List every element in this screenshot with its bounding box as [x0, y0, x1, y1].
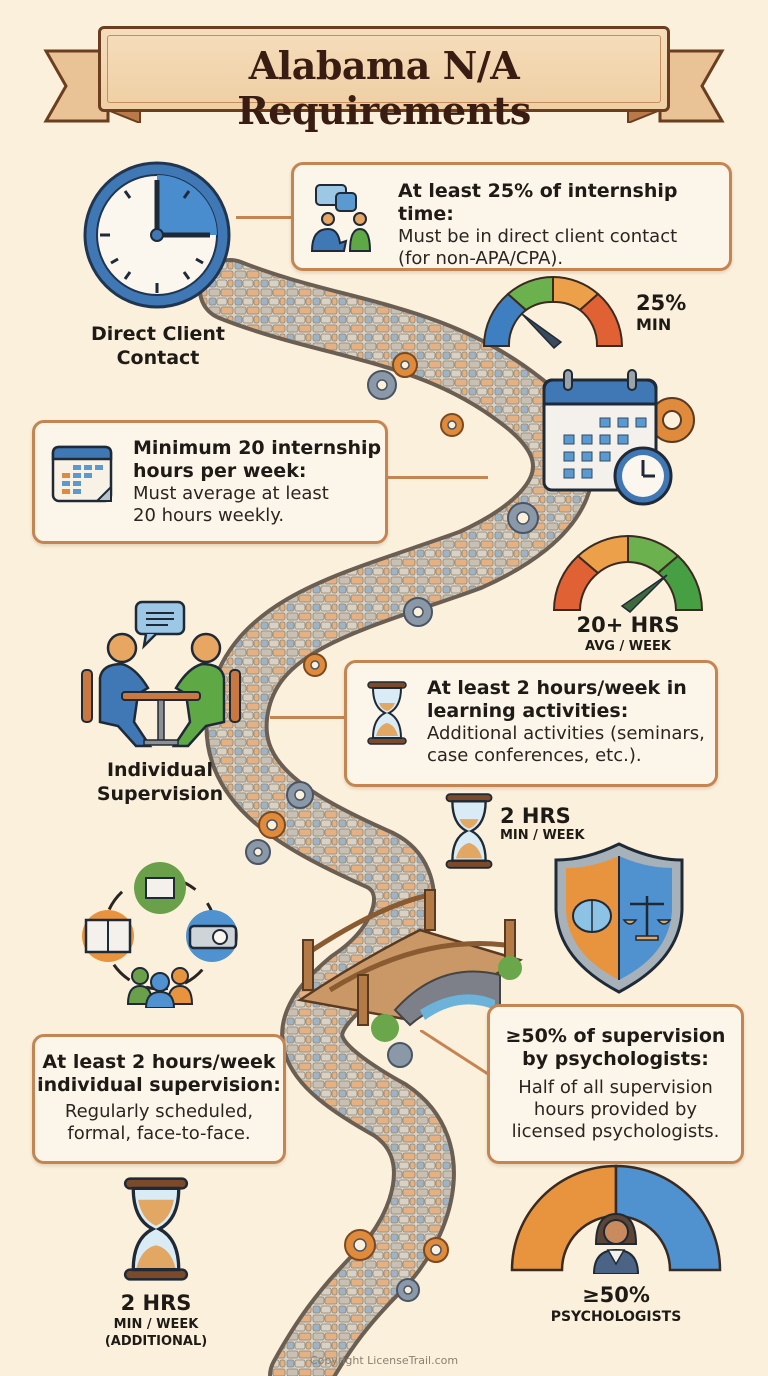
- group-people-icon: [126, 967, 194, 1008]
- chat-people-icon: [310, 184, 372, 252]
- card-title: by psychologists:: [522, 1048, 709, 1070]
- gauge-icon-20-hours: [552, 534, 704, 613]
- connector-line: [388, 476, 488, 479]
- clock-icon: [83, 161, 231, 309]
- ribbon-left: [43, 49, 141, 123]
- card-body-line: Half of all supervision: [518, 1077, 713, 1098]
- gauge-readout: ≥50% PSYCHOLOGISTS: [550, 1283, 682, 1325]
- calendar-clock-icon: [542, 369, 695, 506]
- card-body-line: Must average at least: [133, 483, 329, 504]
- shield-brain-scales-icon: [554, 842, 684, 994]
- card-title: Minimum 20 internship: [133, 437, 382, 459]
- learning-activities-card: At least 2 hours/week in learning activi…: [344, 660, 718, 787]
- card-title: At least 2 hours/week: [42, 1051, 276, 1073]
- individual-supervision-card: At least 2 hours/week individual supervi…: [32, 1034, 286, 1164]
- connector-line: [420, 1030, 489, 1076]
- connector-line: [270, 716, 346, 719]
- hourglass-icon: [123, 1177, 189, 1281]
- supervision-meeting-icon: [81, 600, 241, 748]
- card-title: At least 2 hours/week in: [427, 677, 687, 699]
- direct-contact-card: At least 25% of internship time: Must be…: [291, 162, 732, 271]
- direct-client-contact-label: Direct Client Contact: [91, 323, 225, 369]
- card-title: learning activities:: [427, 700, 629, 722]
- psychologist-avatar-icon: [592, 1212, 640, 1274]
- hourglass-icon: [367, 681, 407, 745]
- card-body-line: Must be in direct client contact: [398, 226, 678, 247]
- bridge-icon: [296, 889, 524, 1042]
- title-banner: Alabama N/A Requirements: [42, 26, 726, 138]
- gear-icon: [649, 397, 695, 443]
- gauge-readout: 25% MIN: [636, 291, 687, 334]
- card-body-line: Regularly scheduled,: [64, 1101, 254, 1122]
- gauge-icon-25-percent: [482, 275, 624, 350]
- card-title: hours per week:: [133, 460, 307, 482]
- weekly-hours-card: Minimum 20 internship hours per week: Mu…: [32, 420, 388, 544]
- copyright-footer: Copyright LicenseTrail.com: [309, 1354, 459, 1367]
- banner-plate: Alabama N/A Requirements: [98, 26, 670, 133]
- card-body-line: formal, face-to-face.: [67, 1123, 251, 1144]
- learning-stat: 2 HRS MIN / WEEK: [500, 804, 585, 844]
- supervision-stat: 2 HRS MIN / WEEK (ADDITIONAL): [104, 1291, 208, 1349]
- card-title: individual supervision:: [37, 1074, 281, 1096]
- gauge-icon-50-percent: [510, 1164, 722, 1274]
- card-title: ≥50% of supervision: [505, 1025, 726, 1047]
- gauge-readout: 20+ HRS AVG / WEEK: [576, 613, 680, 654]
- individual-supervision-label: Individual Supervision: [96, 759, 224, 805]
- hourglass-icon: [445, 793, 493, 869]
- psychologist-supervision-card: ≥50% of supervision by psychologists: Ha…: [487, 1004, 744, 1164]
- card-body-line: 20 hours weekly.: [133, 505, 285, 526]
- card-body-line: (for non-APA/CPA).: [398, 248, 564, 269]
- learning-cycle-icon: [82, 862, 238, 1008]
- card-body-line: licensed psychologists.: [511, 1121, 720, 1142]
- card-title: At least 25% of internship time:: [398, 180, 678, 225]
- card-body-line: Additional activities (seminars,: [427, 723, 705, 744]
- page-title: Alabama N/A Requirements: [237, 43, 531, 133]
- card-body-line: hours provided by: [533, 1099, 698, 1120]
- card-body-line: case conferences, etc.).: [427, 745, 642, 766]
- connector-line: [236, 216, 292, 219]
- calendar-icon: [51, 445, 113, 503]
